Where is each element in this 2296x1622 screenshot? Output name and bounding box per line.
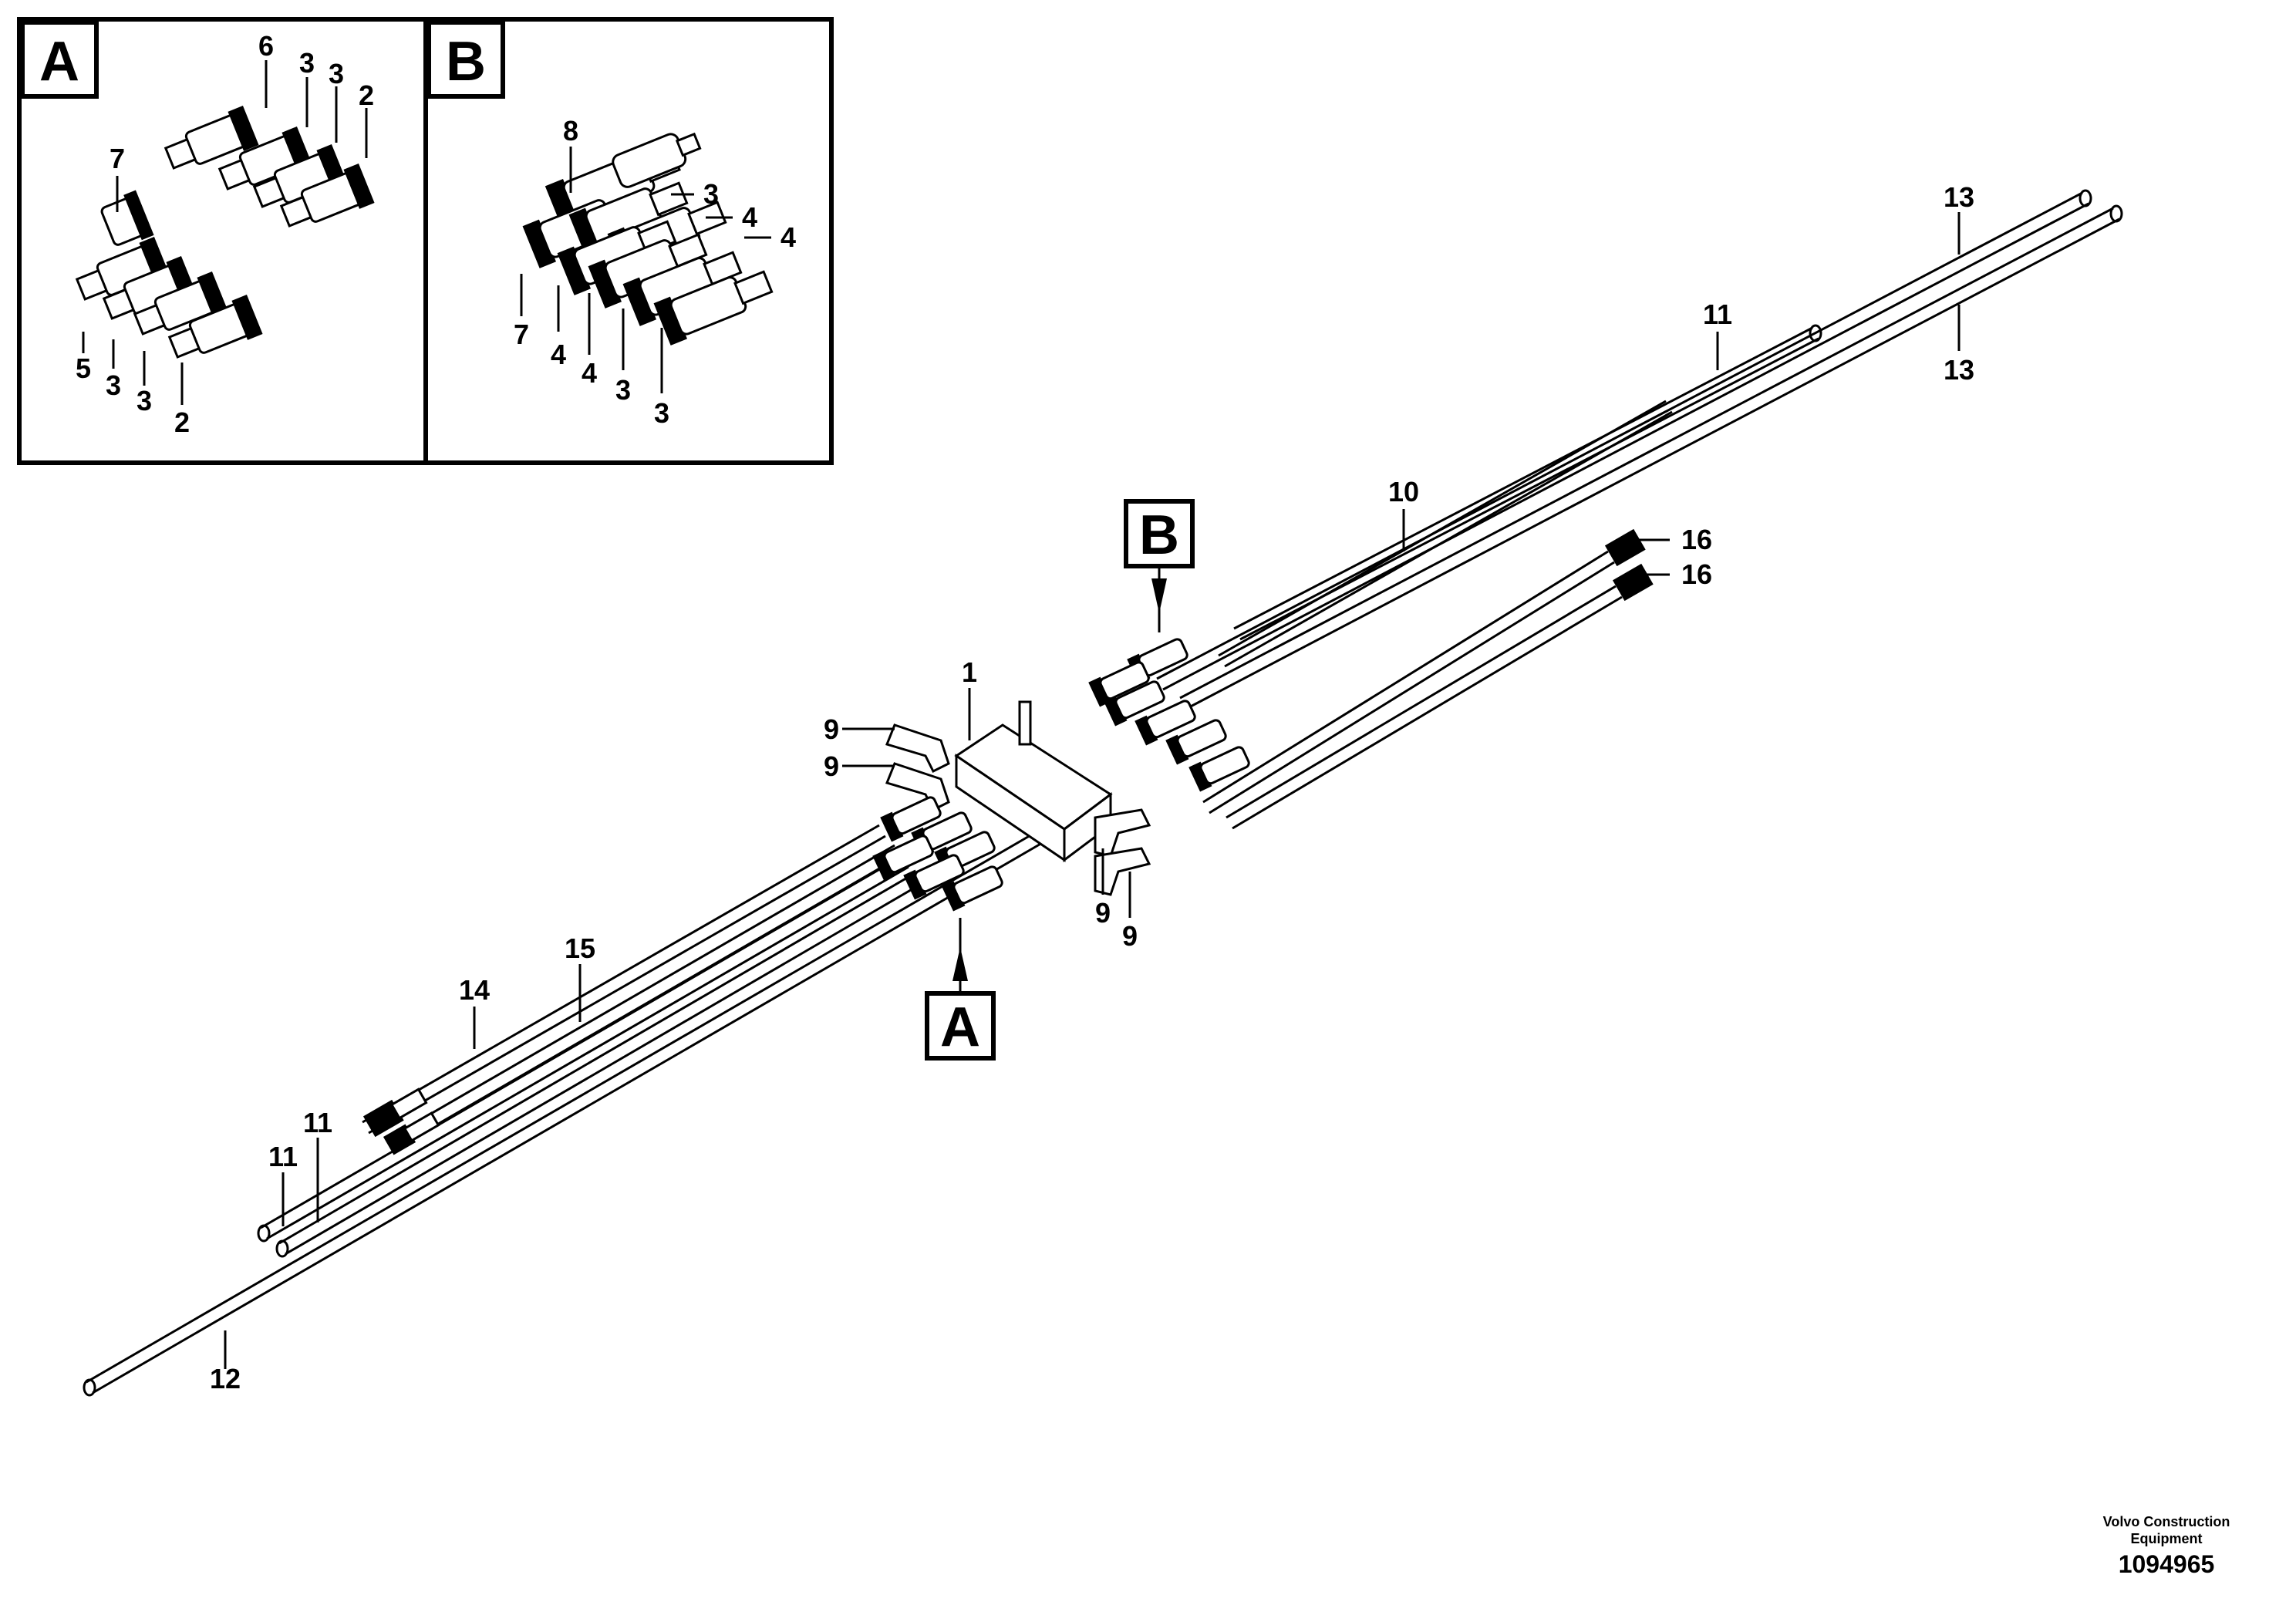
publisher-credit: Volvo Construction Equipment 1094965 xyxy=(2082,1513,2251,1580)
callout-8: 8 xyxy=(563,115,578,147)
pipe-13-a xyxy=(1156,191,2089,691)
pipe-end xyxy=(83,1378,96,1397)
hose-14 xyxy=(362,824,886,1135)
credit-line-2: Equipment xyxy=(2130,1531,2203,1546)
callout-3: 3 xyxy=(654,397,669,429)
credit-line-1: Volvo Construction xyxy=(2102,1514,2230,1529)
pipe-end xyxy=(2109,204,2123,223)
marker-a-label: A xyxy=(940,996,980,1058)
pipe-11-left-b xyxy=(278,870,925,1256)
callout-5: 5 xyxy=(76,352,91,384)
callout-13: 13 xyxy=(1944,181,1974,213)
callout-9: 9 xyxy=(824,713,839,745)
inset-b: B xyxy=(423,17,834,465)
inset-b-sensors xyxy=(522,132,774,346)
pipe-10 xyxy=(1218,400,1673,668)
valve-block xyxy=(954,700,1113,862)
marker-a: A xyxy=(925,918,996,1061)
callout-9: 9 xyxy=(1122,920,1138,952)
callout-3: 3 xyxy=(615,374,631,406)
callout-11: 11 xyxy=(268,1141,298,1172)
callout-12: 12 xyxy=(210,1363,241,1394)
callout-16: 16 xyxy=(1681,558,1712,590)
callout-9: 9 xyxy=(824,750,839,782)
marker-b-label: B xyxy=(1139,504,1179,566)
hose-16-b xyxy=(1226,585,1623,830)
inset-b-title: B xyxy=(446,31,486,93)
callout-2: 2 xyxy=(174,406,190,438)
callout-7: 7 xyxy=(110,143,125,174)
pipe-12 xyxy=(86,828,1048,1394)
main-leaders xyxy=(224,212,1961,1369)
callout-11: 11 xyxy=(1703,298,1732,330)
callout-14: 14 xyxy=(459,974,490,1006)
pipe-end xyxy=(275,1239,289,1258)
pipe-end xyxy=(2079,189,2092,207)
callout-15: 15 xyxy=(565,932,595,964)
callout-3: 3 xyxy=(137,385,152,416)
callout-3: 3 xyxy=(329,58,344,89)
inset-b-leaders xyxy=(520,147,771,393)
callout-10: 10 xyxy=(1388,476,1419,508)
pipe-end xyxy=(257,1224,271,1243)
callout-4: 4 xyxy=(551,339,566,370)
pipe-11-left-a xyxy=(260,855,909,1240)
inset-b-callouts: 8 3 4 4 7 4 4 3 3 xyxy=(514,115,796,429)
inset-a-sensors xyxy=(75,105,375,359)
valve-stem xyxy=(1018,700,1032,746)
inset-a-callouts: 6 3 3 2 7 5 3 3 2 xyxy=(76,30,374,438)
marker-b: B xyxy=(1124,499,1195,632)
callout-4: 4 xyxy=(582,357,597,389)
callout-9: 9 xyxy=(1095,897,1111,929)
callout-16: 16 xyxy=(1681,524,1712,555)
callout-13: 13 xyxy=(1944,354,1974,386)
hose-fitting xyxy=(362,528,1654,1155)
inset-a: A xyxy=(17,17,428,465)
sensor-cluster-b xyxy=(1088,638,1250,792)
callout-7: 7 xyxy=(514,319,529,350)
callout-3: 3 xyxy=(106,369,121,401)
inset-a-leaders xyxy=(82,60,368,405)
callout-1: 1 xyxy=(962,656,977,688)
inset-a-title: A xyxy=(39,31,79,93)
drawing-number: 1094965 xyxy=(2118,1550,2215,1578)
callout-4: 4 xyxy=(742,201,757,233)
sensor-cluster-a xyxy=(872,796,1003,912)
main-assembly xyxy=(83,189,2123,1397)
main-callouts: 1 9 9 9 9 10 11 11 11 12 13 13 14 15 16 … xyxy=(210,181,1974,1394)
hose-15 xyxy=(385,844,902,1152)
callout-2: 2 xyxy=(359,79,374,111)
callout-4: 4 xyxy=(781,221,796,253)
callout-11: 11 xyxy=(303,1107,332,1138)
callout-3: 3 xyxy=(703,178,719,210)
pipe-13-b xyxy=(1179,207,2120,710)
callout-6: 6 xyxy=(258,30,274,62)
callout-3: 3 xyxy=(299,47,315,79)
pipe-end xyxy=(1809,324,1822,342)
hose-16-a xyxy=(1202,550,1615,814)
